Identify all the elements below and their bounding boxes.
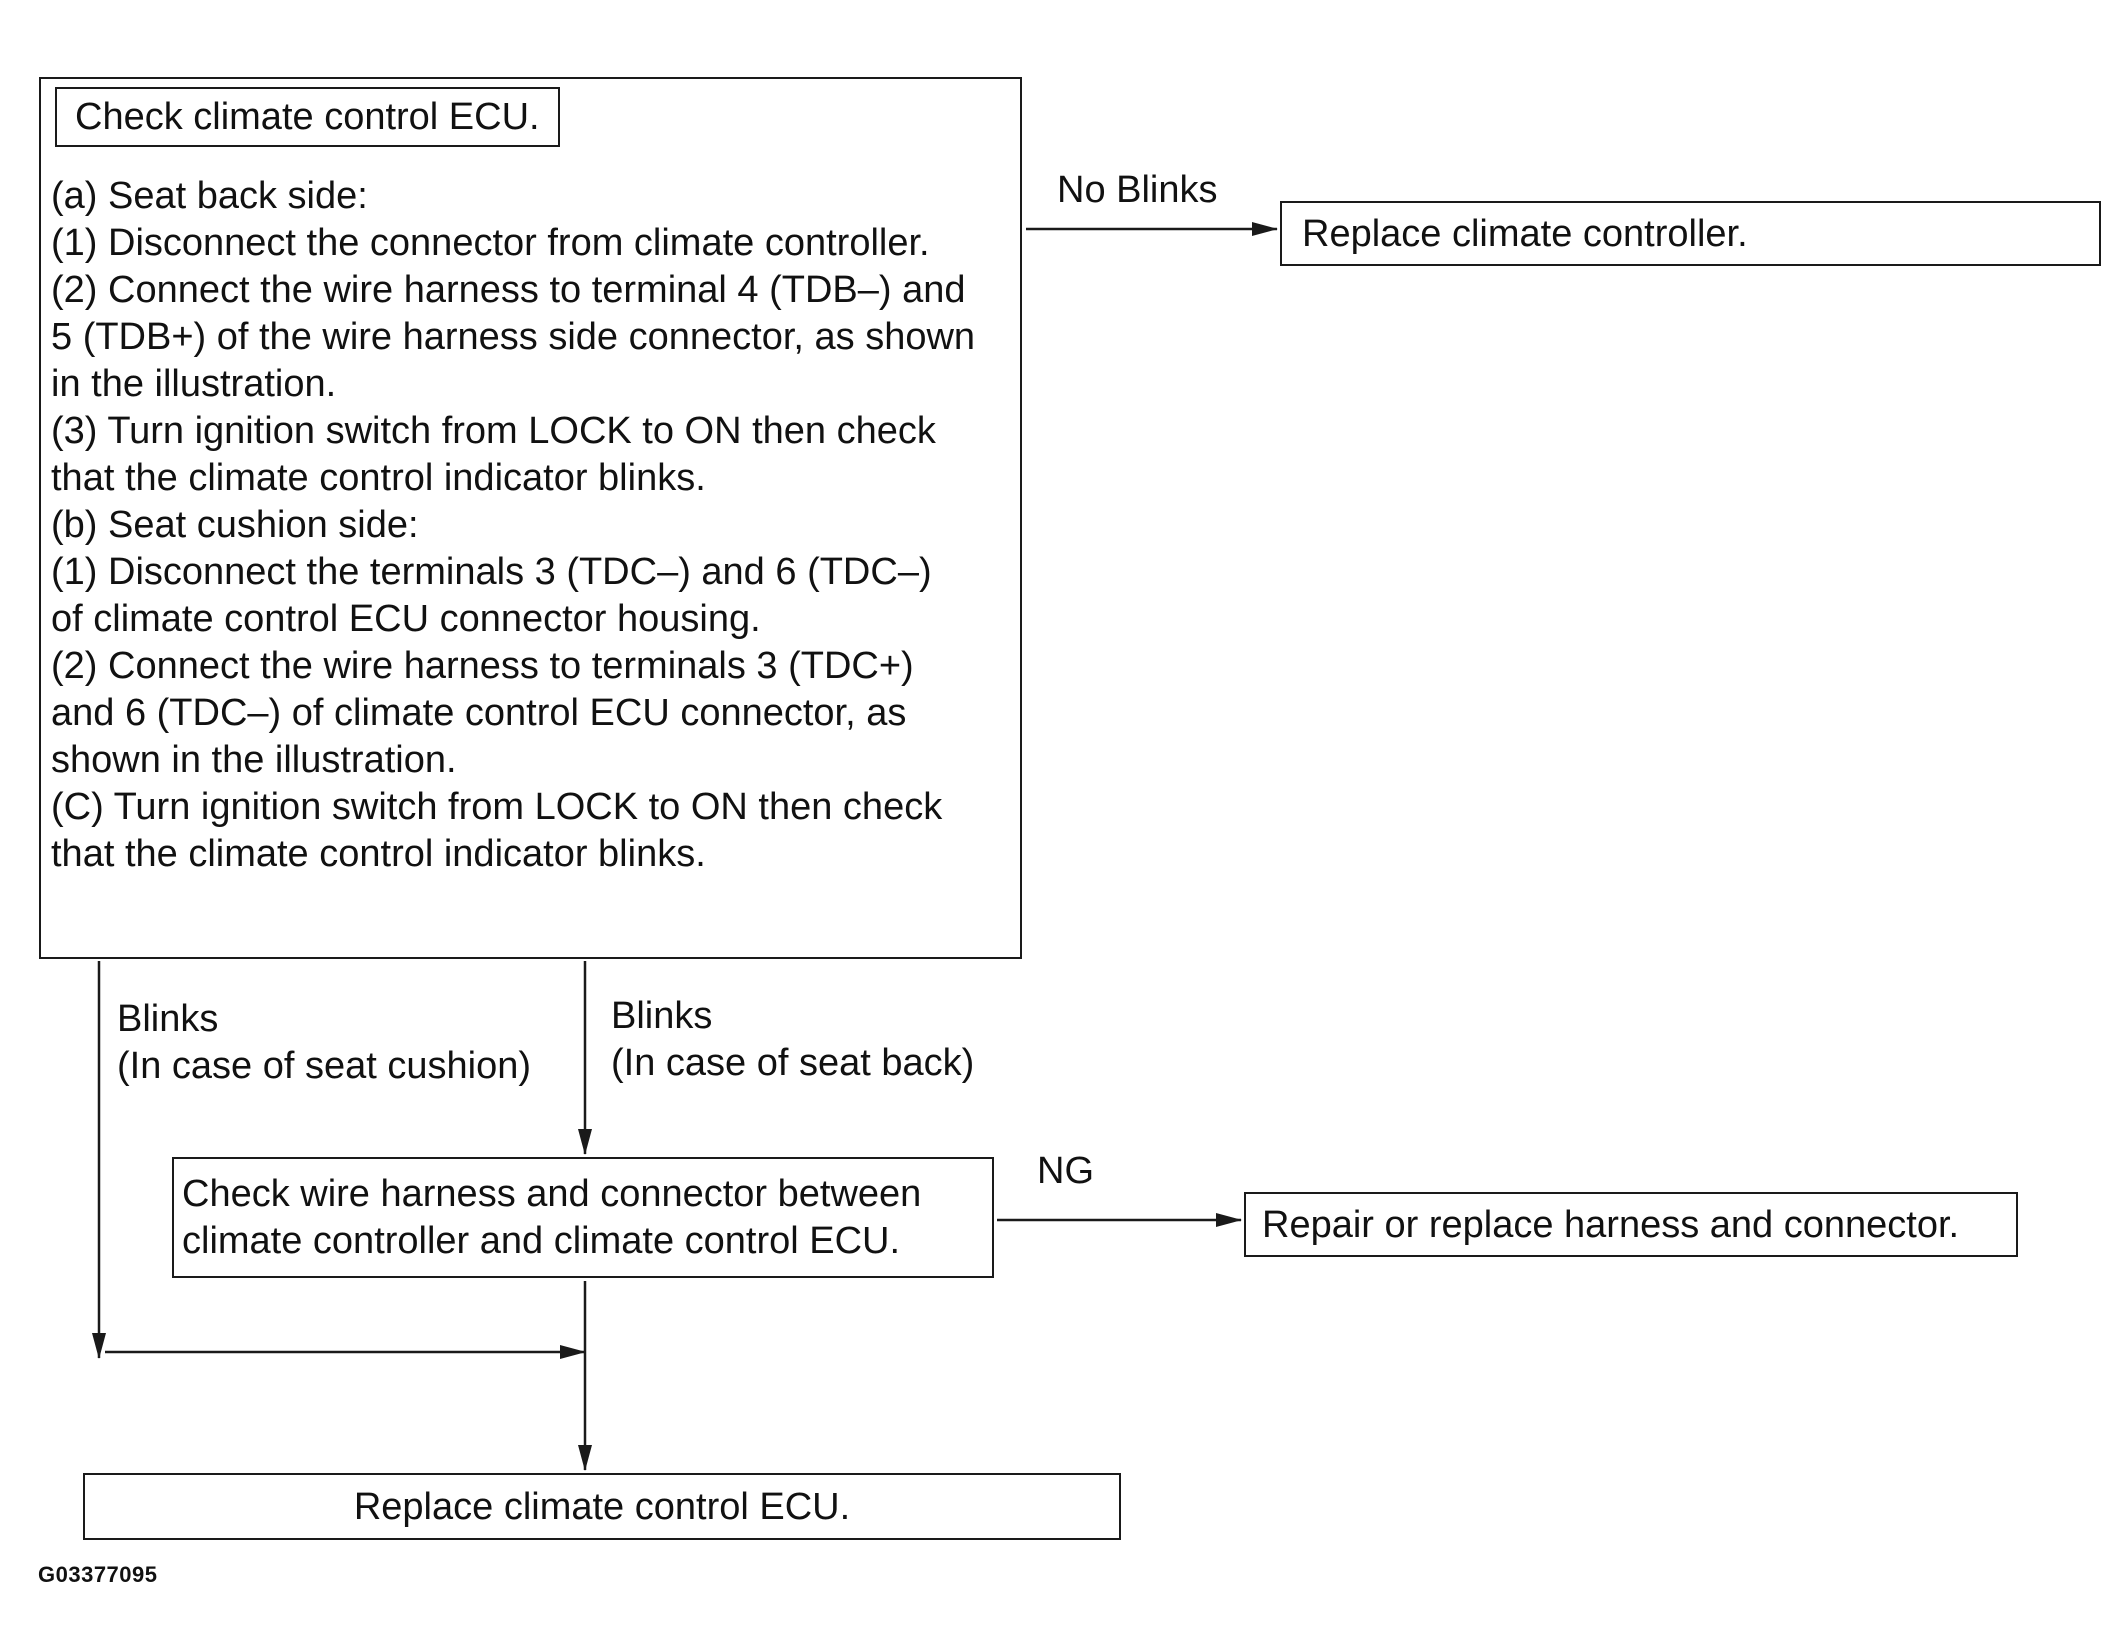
check-ecu-box: Check climate control ECU. (a) Seat back… [39, 77, 1022, 959]
repair-harness-box: Repair or replace harness and connector. [1244, 1192, 2018, 1257]
step-line: 5 (TDB+) of the wire harness side connec… [51, 316, 976, 358]
step-line: (b) Seat cushion side: [51, 504, 419, 546]
step-line: (a) Seat back side: [51, 175, 368, 217]
figure-code: G03377095 [38, 1562, 158, 1587]
step-line: shown in the illustration. [51, 739, 457, 781]
check-ecu-steps: (a) Seat back side: (1) Disconnect the c… [51, 173, 1016, 878]
replace-controller-text: Replace climate controller. [1302, 213, 1748, 255]
blinks-seat-cushion-label: Blinks (In case of seat cushion) [117, 996, 531, 1090]
step-line: of climate control ECU connector housing… [51, 598, 761, 640]
step-line: (3) Turn ignition switch from LOCK to ON… [51, 410, 936, 452]
seat-cushion-case-label: (In case of seat cushion) [117, 1045, 531, 1087]
no-blinks-label: No Blinks [1057, 169, 1218, 211]
step-line: that the climate control indicator blink… [51, 457, 706, 499]
ng-label: NG [1037, 1150, 1094, 1192]
blinks-label: Blinks [117, 998, 219, 1040]
step-line: (1) Disconnect the connector from climat… [51, 222, 930, 264]
blinks-seat-back-label: Blinks (In case of seat back) [611, 993, 974, 1087]
check-harness-text: Check wire harness and connector between… [182, 1171, 921, 1265]
check-harness-line: climate controller and climate control E… [182, 1220, 901, 1262]
repair-harness-text: Repair or replace harness and connector. [1262, 1204, 1960, 1246]
step-line: (1) Disconnect the terminals 3 (TDC–) an… [51, 551, 932, 593]
replace-ecu-box: Replace climate control ECU. [83, 1473, 1121, 1540]
check-harness-line: Check wire harness and connector between [182, 1173, 922, 1215]
seat-back-case-label: (In case of seat back) [611, 1042, 975, 1084]
step-line: and 6 (TDC–) of climate control ECU conn… [51, 692, 907, 734]
replace-controller-box: Replace climate controller. [1280, 201, 2101, 266]
step-line: (2) Connect the wire harness to terminal… [51, 645, 914, 687]
step-line: in the illustration. [51, 363, 337, 405]
step-line: that the climate control indicator blink… [51, 833, 706, 875]
replace-ecu-text: Replace climate control ECU. [353, 1486, 851, 1528]
step-line: (2) Connect the wire harness to terminal… [51, 269, 966, 311]
step-line: (C) Turn ignition switch from LOCK to ON… [51, 786, 943, 828]
check-ecu-title: Check climate control ECU. [55, 87, 560, 147]
blinks-label: Blinks [611, 995, 713, 1037]
check-harness-box: Check wire harness and connector between… [172, 1157, 994, 1278]
